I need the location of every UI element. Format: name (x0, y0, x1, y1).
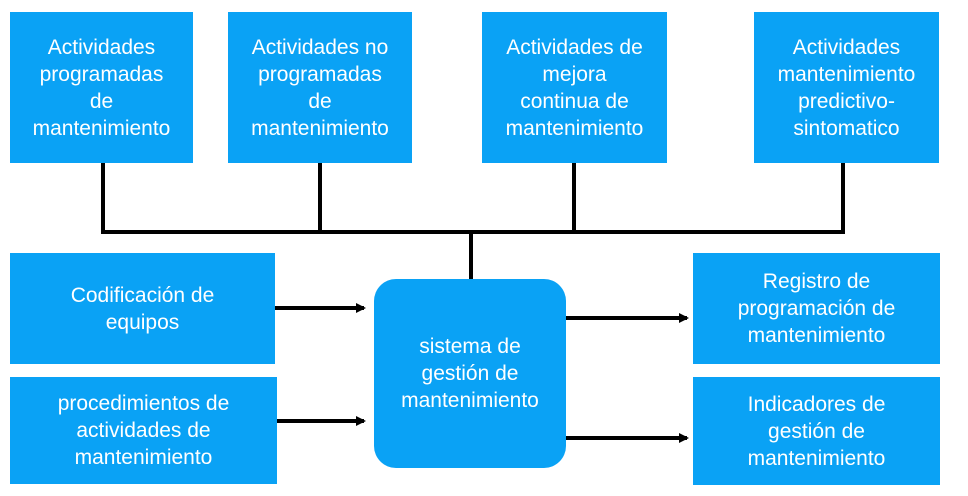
box-codificacion-equipos: Codificación de equipos (10, 253, 275, 364)
box-indicadores-gestion: Indicadores de gestión de mantenimiento (693, 377, 940, 485)
box-procedimientos-actividades: procedimientos de actividades de manteni… (10, 377, 277, 484)
box-actividades-mejora-continua: Actividades de mejora continua de manten… (482, 12, 667, 163)
box-actividades-no-programadas: Actividades no programadas de mantenimie… (228, 12, 412, 163)
box-registro-programacion: Registro de programación de mantenimient… (693, 253, 940, 364)
box-actividades-programadas: Actividades programadas de mantenimiento (10, 12, 193, 163)
box-actividades-predictivo: Actividades mantenimiento predictivo- si… (754, 12, 939, 163)
box-sistema-gestion: sistema de gestión de mantenimiento (374, 279, 566, 468)
